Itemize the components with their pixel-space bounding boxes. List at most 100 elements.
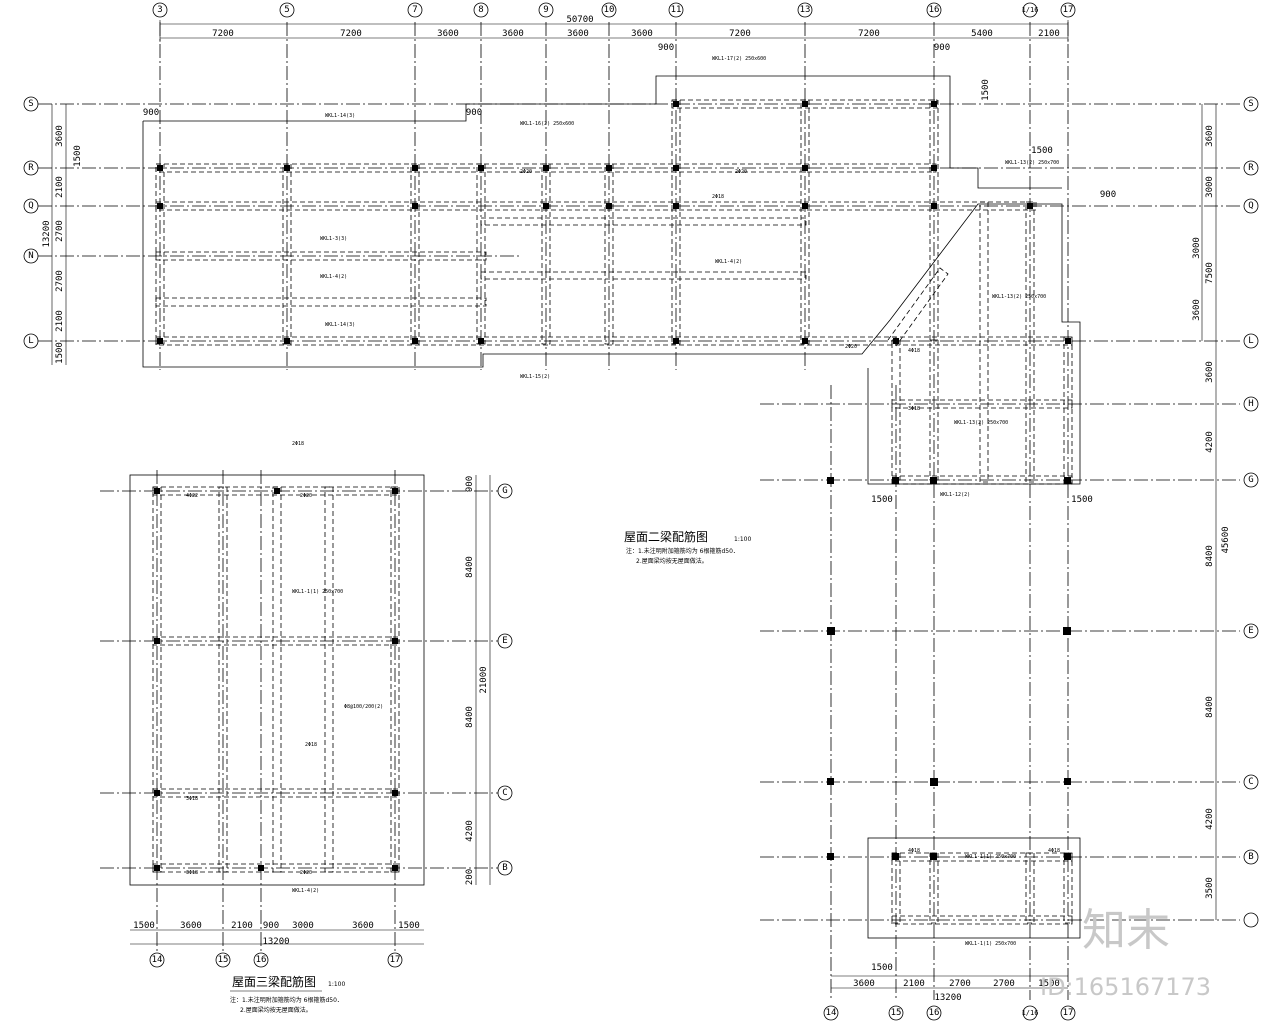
plan-a-top-axis-bubbles: 3 5 7 8 9 10 11 13 16 1/16 17 xyxy=(152,2,1076,18)
roof3-title-block: 屋面三梁配筋图 1:100 注：1.未注明附加箍筋均为 6根箍筋d50． 2.屋… xyxy=(230,974,345,1014)
axis-L-right: L xyxy=(1248,336,1253,346)
beam-label: WKL1-1(1) 250x700 xyxy=(965,854,1016,860)
b-span: 2700 xyxy=(949,979,971,989)
beam-label: WKL1-4(2) xyxy=(292,888,319,894)
plan-a-beams xyxy=(155,99,1073,485)
local-dim: 1500 xyxy=(871,495,893,505)
axis-L-left: L xyxy=(28,336,33,346)
watermark-logo: 知末 xyxy=(1082,905,1170,956)
left-span-4: 2700 xyxy=(55,270,65,292)
beam-label: WKL1-13(2) 250x700 xyxy=(954,420,1008,426)
plan-a-axis-lines xyxy=(38,22,1240,1000)
right-span-bottom-2: 4200 xyxy=(1205,431,1215,453)
top-span-10: 2100 xyxy=(1038,29,1060,39)
axis-N-left: N xyxy=(28,251,33,261)
top-mark-2: 900 xyxy=(934,43,950,53)
b-span: 2700 xyxy=(993,979,1015,989)
beam-label: 3Φ18 xyxy=(186,870,198,876)
axis-14-c: 14 xyxy=(152,955,163,965)
axis-C-right: C xyxy=(1248,777,1253,787)
c-side-span: 4200 xyxy=(465,820,475,842)
beam-label: WKL1-3(3) xyxy=(320,236,347,242)
top-mark-1: 900 xyxy=(658,43,674,53)
axis-14-b: 14 xyxy=(826,1008,837,1018)
axis-17-b: 17 xyxy=(1063,1008,1074,1018)
c-side-span: 8400 xyxy=(465,706,475,728)
plan-c-grid: 2Φ18 WKL1-1(1) 250x700 2Φ18 WKL1-4(2) 4Φ… xyxy=(100,441,505,955)
axis-17-c: 17 xyxy=(390,955,401,965)
watermark-id: ID:165167173 xyxy=(1040,973,1211,1001)
axis-1-16-b: 1/16 xyxy=(1022,1009,1039,1017)
axis-R-right: R xyxy=(1248,163,1254,173)
axis-Q-right: Q xyxy=(1248,201,1253,211)
c-bottom-span: 3600 xyxy=(352,921,374,931)
c-bottom-span: 2100 xyxy=(231,921,253,931)
local-dim: 900 xyxy=(466,108,482,118)
plan-a-beam-labels: WKL1-14(3) WKL1-14(3) WKL1-16(2) 250x600… xyxy=(320,56,1059,498)
roof2-note-1: 注：1.未注明附加箍筋均为 6根箍筋d50． xyxy=(626,547,739,555)
left-span-6: 1500 xyxy=(55,342,65,364)
axis-10: 10 xyxy=(604,5,615,15)
plan-a-columns xyxy=(157,101,1071,344)
left-total: 13200 xyxy=(42,220,52,247)
c-bottom-span: 1500 xyxy=(398,921,420,931)
roof3-scale: 1:100 xyxy=(328,981,345,988)
c-side-span: 200 xyxy=(465,869,475,885)
axis-17: 17 xyxy=(1063,5,1074,15)
axis-G-c: G xyxy=(502,486,507,496)
c-bottom-span: 1500 xyxy=(133,921,155,931)
right-span-top-1: 3600 xyxy=(1205,125,1215,147)
beam-label: WKL1-4(2) xyxy=(320,274,347,280)
beam-label: WKL1-4(2) xyxy=(715,259,742,265)
beam-label: WKL1-16(2) 250x600 xyxy=(520,121,574,127)
axis-16-c: 16 xyxy=(256,955,267,965)
roof2-note-2: 2.屋面梁均按无屋面做法。 xyxy=(636,557,708,565)
axis-16: 16 xyxy=(929,5,940,15)
beam-label: 2Φ20 xyxy=(300,870,312,876)
right-total-bottom: 45600 xyxy=(1221,526,1231,553)
beam-label: 4Φ18 xyxy=(1048,848,1060,854)
right-total-top: 7500 xyxy=(1205,262,1215,284)
axis-15-c: 15 xyxy=(218,955,229,965)
top-span-3: 3600 xyxy=(437,29,459,39)
c-side-total: 21000 xyxy=(479,666,489,693)
beam-label: WKL1-17(2) 250x600 xyxy=(712,56,766,62)
top-span-4: 3600 xyxy=(502,29,524,39)
roof2-title: 屋面二梁配筋图 xyxy=(624,529,708,544)
top-span-7: 7200 xyxy=(729,29,751,39)
beam-label: WKL1-13(2) 250x700 xyxy=(1005,160,1059,166)
plan-b-bottom-dims: 3600 2100 2700 2700 1500 13200 1500 14 1… xyxy=(823,963,1076,1021)
top-total-dim: 50700 xyxy=(566,15,593,25)
right-span-bottom-6: 3500 xyxy=(1205,877,1215,899)
top-span-5: 3600 xyxy=(567,29,589,39)
axis-8: 8 xyxy=(478,5,483,15)
beam-label: WKL1-1(1) 250x700 xyxy=(292,589,343,595)
c-bottom-total: 13200 xyxy=(262,937,289,947)
axis-G-right: G xyxy=(1248,475,1253,485)
beam-label: WKL1-13(2) 250x700 xyxy=(992,294,1046,300)
right-span-top-3: 3000 xyxy=(1192,237,1202,259)
beam-label: WKL1-1(1) 250x700 xyxy=(965,941,1016,947)
beam-label: Φ8@100/200(2) xyxy=(344,704,383,710)
c-side-span: 8400 xyxy=(465,556,475,578)
axis-1-16: 1/16 xyxy=(1022,6,1039,14)
local-dim: 900 xyxy=(1100,190,1116,200)
axis-H-right: H xyxy=(1248,399,1253,409)
roof2-scale: 1:100 xyxy=(734,536,751,543)
axis-9: 9 xyxy=(543,5,548,15)
beam-label: 4Φ18 xyxy=(908,348,920,354)
axis-C-c: C xyxy=(502,788,507,798)
beam-label: 2Φ20 xyxy=(735,169,747,175)
beam-label: WKL1-12(2) xyxy=(940,492,970,498)
roof3-note-2: 2.屋面梁均按无屋面做法。 xyxy=(240,1006,312,1014)
axis-13: 13 xyxy=(800,5,811,15)
beam-label: 2Φ18 xyxy=(712,194,724,200)
axis-16-b: 16 xyxy=(929,1008,940,1018)
b-span: 1500 xyxy=(1038,979,1060,989)
right-span-bottom-5: 4200 xyxy=(1205,808,1215,830)
axis-E-c: E xyxy=(502,636,507,646)
top-span-6: 3600 xyxy=(631,29,653,39)
right-span-top-2: 3000 xyxy=(1205,176,1215,198)
local-dim: 1500 xyxy=(1071,495,1093,505)
